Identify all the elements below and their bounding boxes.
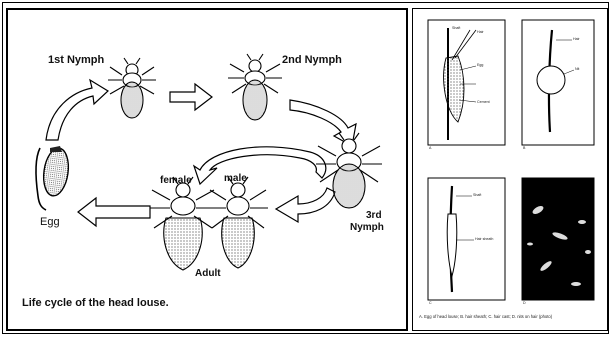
label-third-nymph-line2: Nymph — [350, 222, 384, 233]
c-label-shaft: Shaft — [473, 193, 481, 197]
label-male: male — [224, 173, 247, 184]
subfigure-d-photo — [522, 178, 594, 300]
letter-c: C — [429, 301, 432, 305]
letter-a: A — [429, 146, 431, 150]
arrow-egg-to-nymph1 — [46, 80, 108, 140]
label-egg: Egg — [40, 216, 60, 228]
female-adult-illustration — [150, 177, 216, 270]
label-adult: Adult — [195, 268, 221, 279]
b-label-nit: Nit — [575, 67, 579, 71]
a-label-hair: Hair — [477, 30, 484, 34]
arrow-nymph3-to-adult — [276, 188, 335, 222]
arrow-adult-to-egg — [78, 198, 150, 226]
nymph2-illustration — [228, 54, 282, 120]
label-second-nymph: 2nd Nymph — [282, 54, 342, 66]
b-label-hair: Hair — [573, 37, 580, 41]
c-label-hair-sheath: Hair sheath — [475, 237, 493, 241]
a-label-egg: Egg — [477, 63, 483, 67]
arrow-nymph1-to-nymph2 — [170, 84, 212, 110]
arrow-adult-loop-back — [194, 147, 326, 184]
a-label-shaft: Shaft — [452, 26, 460, 30]
label-third-nymph-line1: 3rd — [366, 210, 382, 221]
label-first-nymph: 1st Nymph — [48, 54, 104, 66]
letter-d: D — [523, 301, 526, 305]
egg-detail-caption: A. Egg of head louse; B. hair sheath; C.… — [419, 314, 604, 319]
nymph1-illustration — [108, 58, 156, 118]
subfigure-c-box — [428, 178, 505, 300]
letter-b: B — [523, 146, 525, 150]
label-female: female — [160, 175, 192, 186]
male-adult-illustration — [208, 177, 268, 268]
a-label-cement: Cement — [477, 100, 490, 104]
subfigure-a-box — [428, 20, 505, 145]
egg-illustration — [36, 146, 71, 210]
life-cycle-caption: Life cycle of the head louse. — [22, 297, 169, 309]
